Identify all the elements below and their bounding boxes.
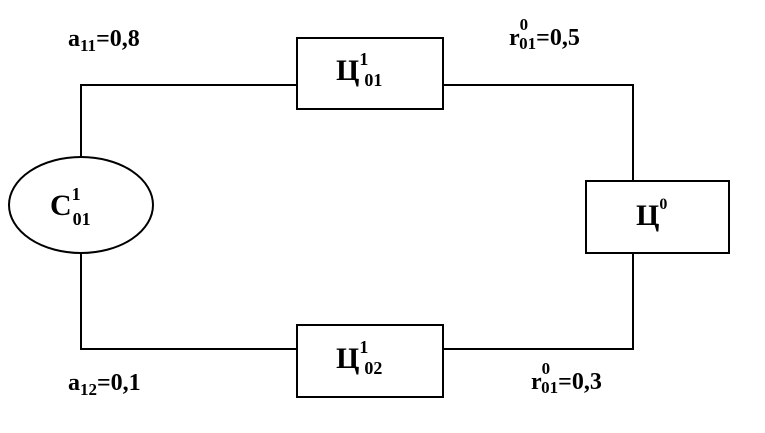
top-node-base: Ц bbox=[336, 54, 359, 87]
bottom-node-sub: 02 bbox=[364, 358, 382, 378]
svg-text:Ц0: Ц0 bbox=[636, 196, 667, 232]
source-node-sup: 1 bbox=[72, 184, 81, 204]
connection-lines bbox=[80, 84, 634, 350]
label-top-left: a11=0,8 bbox=[68, 26, 140, 55]
label-bottom-left: a12=0,1 bbox=[68, 370, 141, 399]
line-bottom-node-to-source bbox=[80, 253, 297, 350]
top-node-box bbox=[296, 37, 444, 110]
top-node-sub: 01 bbox=[364, 70, 382, 90]
right-node-box bbox=[585, 180, 730, 254]
source-node-base: C bbox=[50, 189, 72, 222]
line-source-to-top-node bbox=[80, 84, 297, 157]
bottom-node-base: Ц bbox=[336, 342, 359, 375]
right-node-base: Ц bbox=[636, 199, 659, 232]
right-node: Ц0 bbox=[585, 180, 730, 254]
right-node-sup: 0 bbox=[659, 196, 667, 213]
source-node: C1 01 bbox=[8, 156, 154, 254]
line-top-node-to-right-node bbox=[443, 84, 634, 181]
line-right-node-to-bottom-node bbox=[443, 253, 634, 350]
source-node-sub: 01 bbox=[73, 209, 91, 229]
bottom-node-sup: 1 bbox=[359, 337, 368, 357]
top-node-sup: 1 bbox=[359, 49, 368, 69]
source-node-ellipse bbox=[8, 156, 154, 254]
bottom-node-box bbox=[296, 324, 444, 398]
